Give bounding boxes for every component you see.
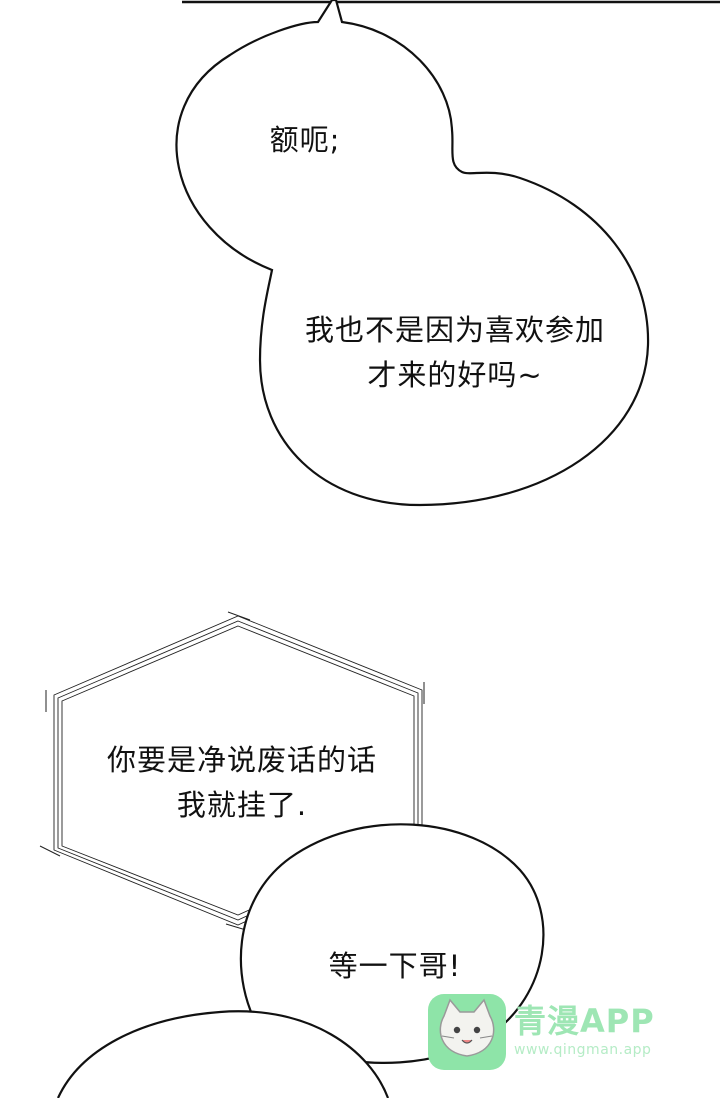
cat-face-icon	[428, 994, 506, 1070]
bubble-line: 你要是净说废话的话	[106, 743, 377, 777]
bubble-line: 才来的好吗~	[367, 358, 543, 392]
bubble-text-upper-second: 我也不是因为喜欢参加 才来的好吗~	[260, 308, 650, 398]
bubble-text-lower: 等一下哥!	[290, 944, 500, 989]
bubble-line: 我也不是因为喜欢参加	[304, 313, 605, 347]
watermark: 青漫APP www.qingman.app	[428, 994, 678, 1070]
bubble-line: 额呃;	[269, 123, 341, 157]
cat-face-icon-graphic	[439, 998, 495, 1057]
bubble-text-upper-first: 额呃;	[230, 118, 380, 163]
speech-bubble-bottom	[57, 1010, 390, 1098]
watermark-url: www.qingman.app	[514, 1042, 652, 1058]
hexagon-corner-marks	[39, 611, 425, 931]
bubble-text-hexagon: 你要是净说废话的话 我就挂了.	[62, 738, 422, 828]
hexagon-bubble	[53, 615, 423, 926]
watermark-name: 青漫APP	[514, 1002, 655, 1040]
bubble-line: 等一下哥!	[328, 949, 462, 983]
speech-bubble-upper	[175, 0, 650, 507]
bubble-line: 我就挂了.	[176, 788, 308, 822]
